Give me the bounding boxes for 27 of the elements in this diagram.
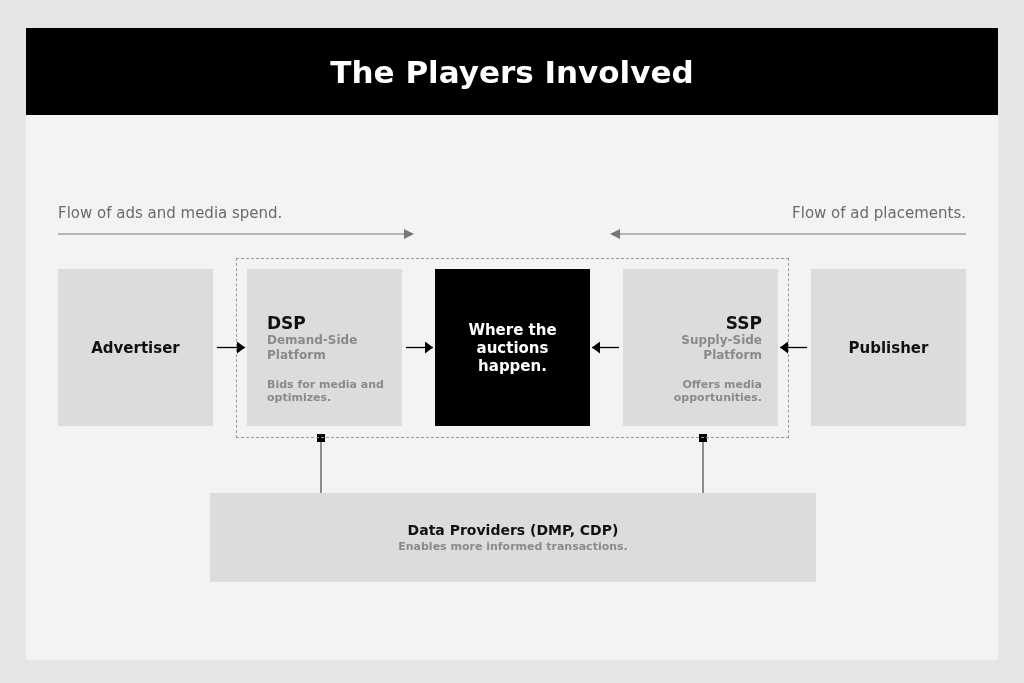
node-subtitle: Supply-Side Platform (680, 333, 762, 363)
connector-line (699, 434, 707, 494)
node-title: DSP (267, 313, 306, 334)
process-box (623, 269, 778, 426)
highlight-box (435, 269, 590, 426)
title: The Players Involved (330, 53, 694, 90)
process-box (811, 269, 966, 426)
process-box (210, 493, 816, 582)
arrow (405, 341, 434, 354)
node-label: Where the auctions happen. (467, 320, 558, 375)
node-title: SSP (725, 313, 762, 334)
node-label: Publisher (848, 338, 929, 357)
arrow (216, 341, 246, 354)
arrow (779, 341, 808, 354)
arrow (591, 341, 620, 354)
node-label: Advertiser (91, 338, 180, 357)
node-description: Offers media opportunities. (672, 378, 762, 405)
node-title: Data Providers (DMP, CDP) (407, 521, 619, 539)
group-boundary (236, 258, 789, 438)
flow-label: Flow of ad placements. (792, 204, 966, 222)
node-description: Bids for media and optimizes. (267, 378, 385, 405)
process-box (247, 269, 402, 426)
flow-label: Flow of ads and media spend. (58, 204, 283, 222)
connector-line (317, 434, 325, 494)
process-box (58, 269, 213, 426)
node-subtitle: Demand-Side Platform (267, 333, 359, 363)
node-description: Enables more informed transactions. (398, 540, 628, 554)
